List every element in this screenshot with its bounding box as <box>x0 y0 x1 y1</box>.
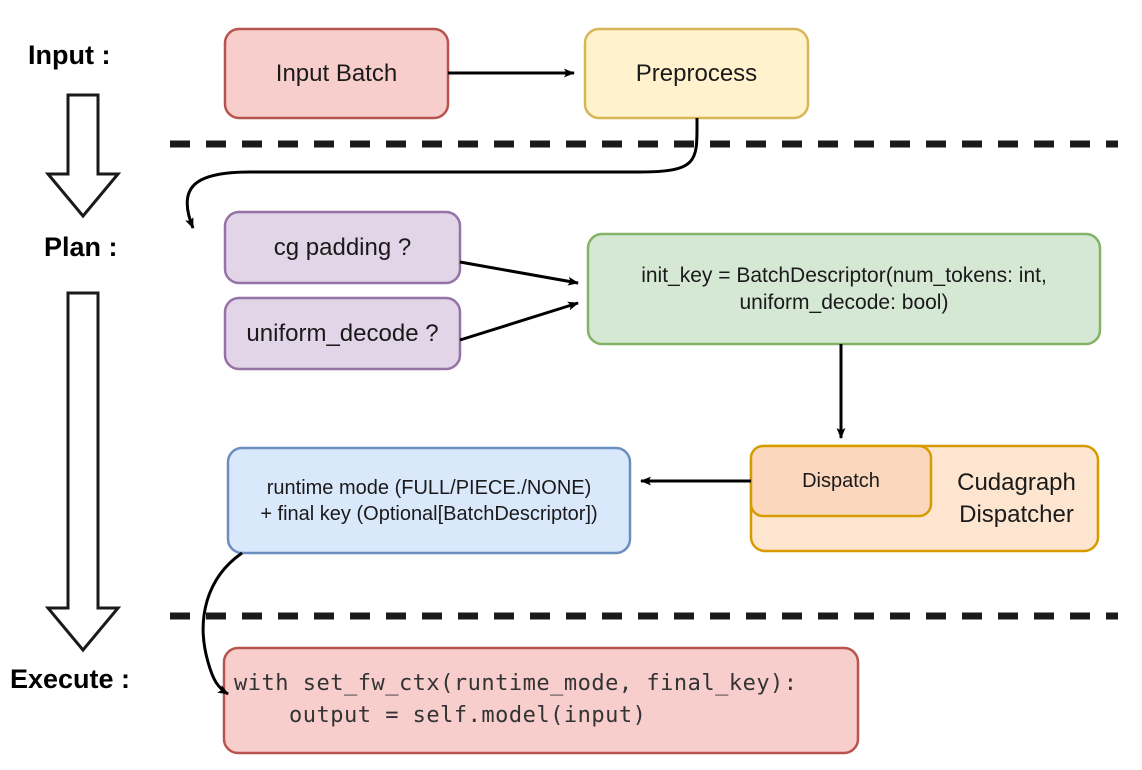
node-input-batch[interactable] <box>223 27 450 120</box>
connector-uniform-decode-to-init-key <box>459 301 579 342</box>
node-label-execute-code: with set_fw_ctx(runtime_mode, final_key)… <box>234 671 798 728</box>
stage-label-execute: Execute : <box>10 664 131 694</box>
connector-runtime-mode-to-execute <box>201 551 243 696</box>
input-to-plan-arrow <box>44 93 122 219</box>
node-uniform-decode[interactable] <box>223 296 462 371</box>
node-init-key[interactable] <box>586 232 1102 346</box>
node-runtime-mode[interactable] <box>226 446 632 555</box>
node-execute-code[interactable] <box>222 646 860 755</box>
node-preprocess[interactable] <box>583 27 810 120</box>
node-cg-padding[interactable] <box>223 210 462 285</box>
connector-cg-padding-to-init-key <box>459 260 579 286</box>
stage-label-input: Input : <box>28 40 111 70</box>
connector-preprocess-to-cg-padding <box>185 117 699 229</box>
plan-to-execute-arrow <box>44 291 122 653</box>
stage-label-plan: Plan : <box>44 232 118 262</box>
node-dispatch[interactable] <box>749 444 933 518</box>
